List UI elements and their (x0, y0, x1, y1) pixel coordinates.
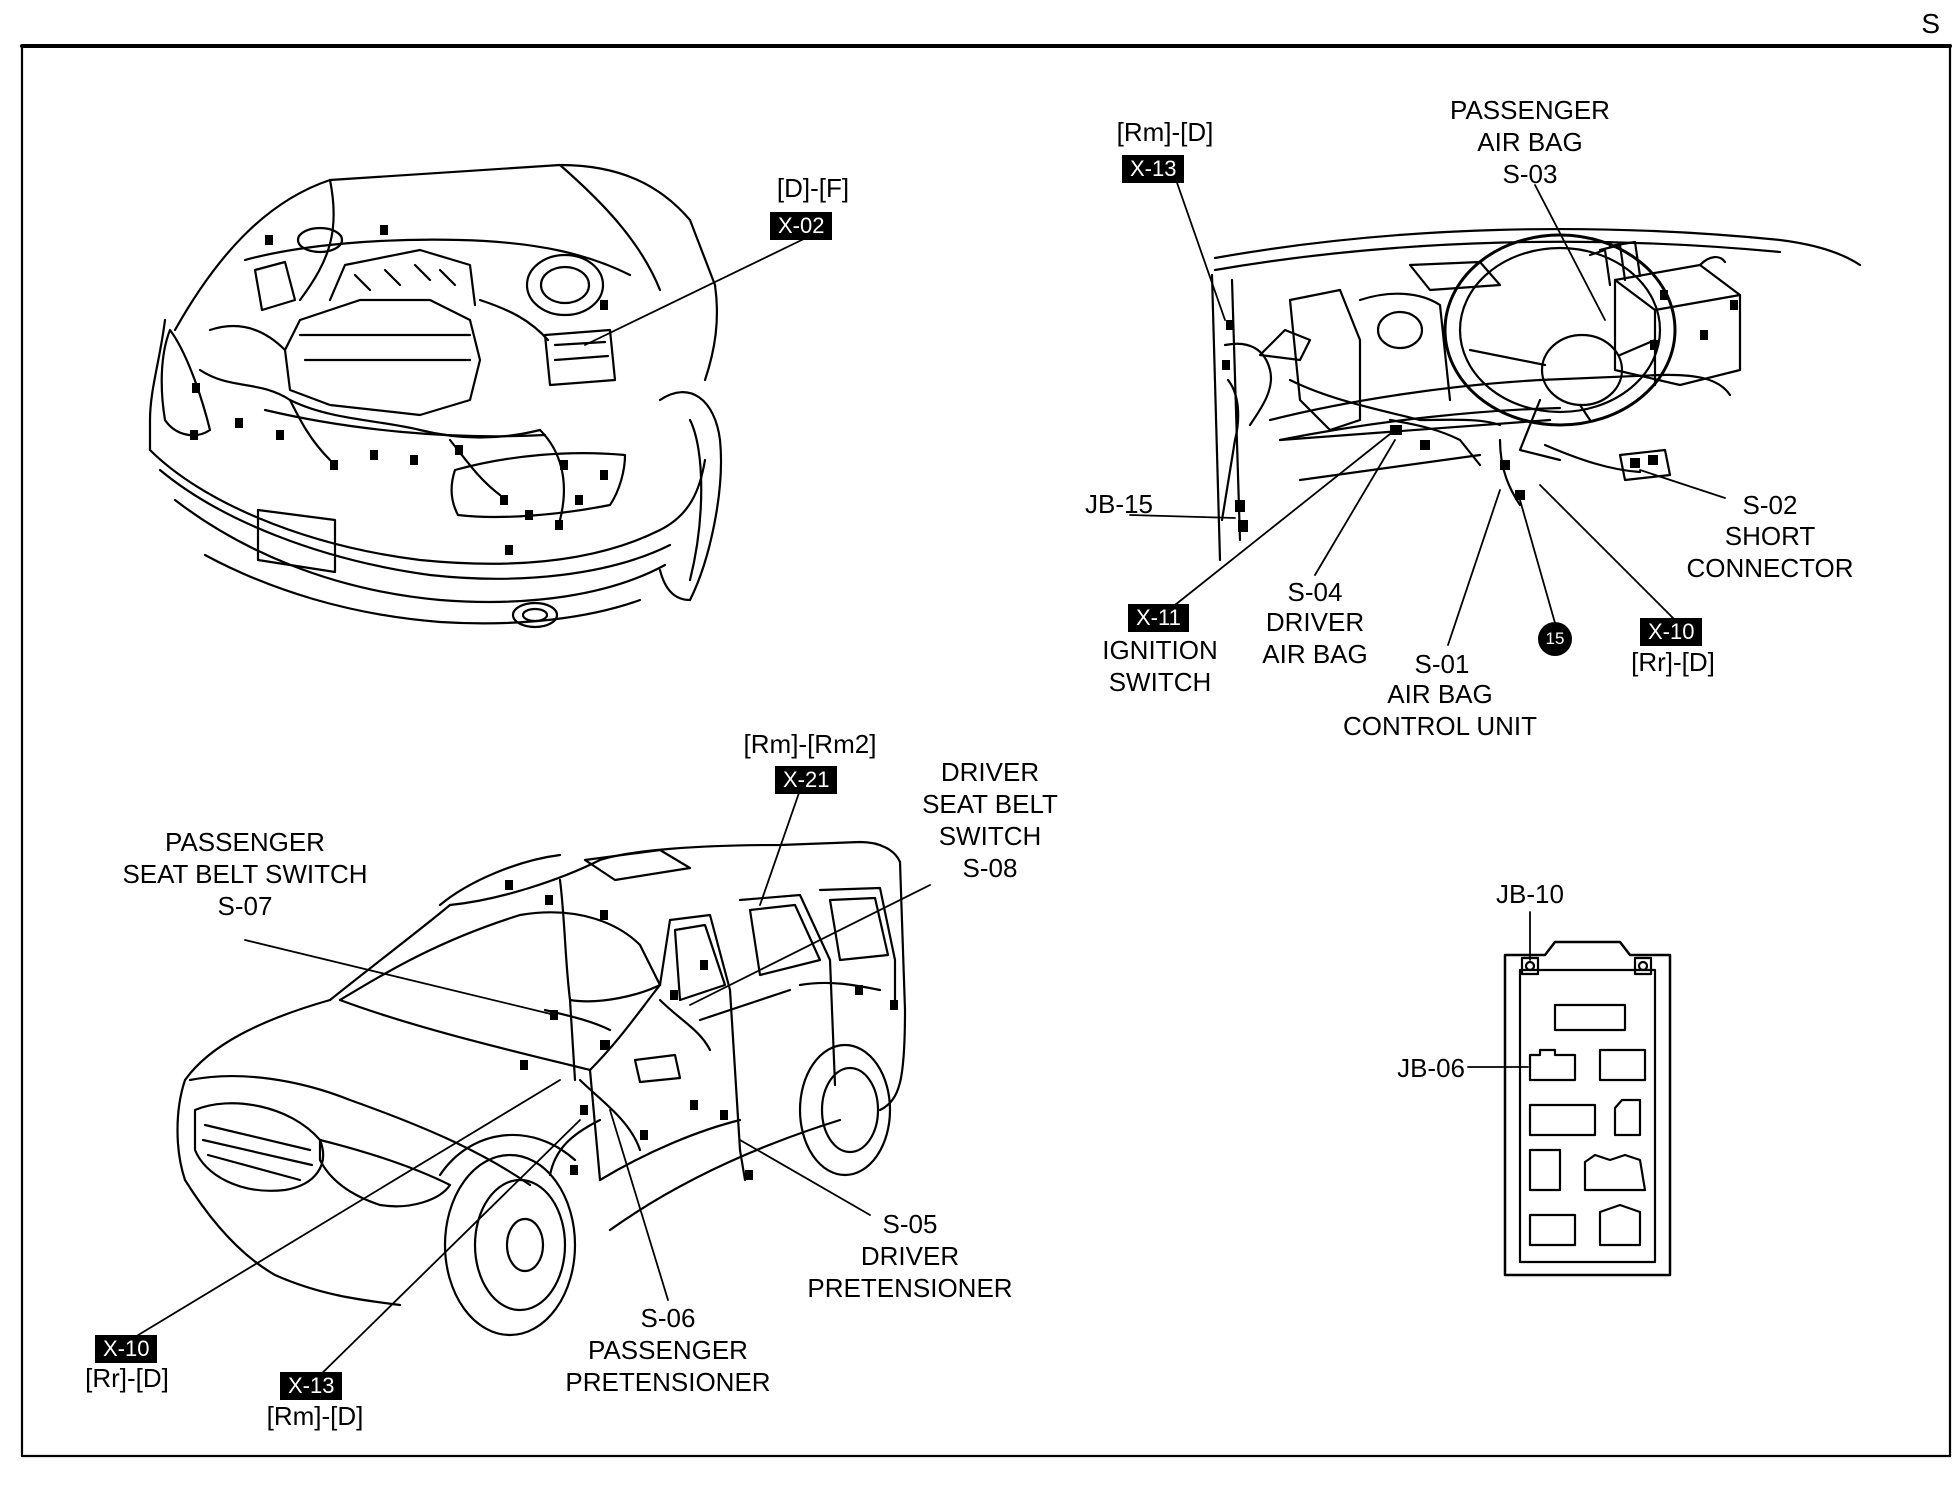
ignition-switch-label: IGNITION SWITCH (1102, 635, 1218, 697)
ignition-connector-location: [Rm]-[D] (1116, 117, 1214, 147)
fuse-box-illustration (1503, 940, 1672, 1277)
driver-seat-belt-switch-id: S-08 (962, 853, 1018, 883)
vehicle-mid-connector-tag: X-13 (280, 1372, 343, 1400)
page-letter: S (1921, 8, 1940, 39)
control-unit-id: S-01 (1414, 649, 1470, 679)
fuse-box-top-label: JB-10 (1496, 879, 1564, 909)
passenger-air-bag-id: S-03 (1502, 159, 1558, 189)
junction-block-15-label: JB-15 (1085, 489, 1153, 519)
driver-pretensioner-id: S-05 (882, 1209, 938, 1239)
vehicle-mid-connector-location: [Rm]-[D] (266, 1401, 364, 1431)
fuse-box-side-label: JB-06 (1397, 1053, 1465, 1083)
driver-pretensioner-label: DRIVER PRETENSIONER (807, 1241, 1013, 1303)
driver-air-bag-label: DRIVER AIR BAG (1262, 607, 1368, 669)
driver-seat-belt-switch-label: DRIVER SEAT BELT SWITCH (922, 757, 1058, 851)
short-connector-id: S-02 (1742, 490, 1798, 520)
engine-bay-illustration (148, 163, 723, 629)
dashboard-illustration (1210, 227, 1862, 562)
control-unit-label: AIR BAG CONTROL UNIT (1342, 679, 1538, 741)
ground-point-badge: 15 (1538, 622, 1572, 656)
leader-lines (129, 176, 1726, 1386)
passenger-seat-belt-switch-id: S-07 (217, 891, 273, 921)
engine-connector-tag: X-02 (770, 212, 833, 240)
vehicle-illustration (176, 840, 907, 1337)
dashboard-rear-connector-tag: X-10 (1640, 618, 1703, 646)
roof-connector-tag: X-21 (775, 766, 838, 794)
ignition-switch-tag: X-11 (1128, 604, 1189, 632)
passenger-pretensioner-label: PASSENGER PRETENSIONER (565, 1335, 771, 1397)
roof-connector-location: [Rm]-[Rm2] (743, 729, 877, 759)
dashboard-rear-connector-location: [Rr]-[D] (1631, 647, 1715, 677)
vehicle-rear-connector-tag: X-10 (95, 1335, 158, 1363)
driver-air-bag-id: S-04 (1287, 577, 1343, 607)
passenger-air-bag-label: PASSENGER AIR BAG (1450, 95, 1610, 157)
vehicle-rear-connector-location: [Rr]-[D] (85, 1363, 169, 1393)
ignition-connector-tag: X-13 (1122, 155, 1185, 183)
engine-connector-location: [D]-[F] (776, 173, 850, 203)
passenger-pretensioner-id: S-06 (640, 1303, 696, 1333)
short-connector-label: SHORT CONNECTOR (1686, 521, 1854, 583)
passenger-seat-belt-switch-label: PASSENGER SEAT BELT SWITCH (122, 827, 368, 889)
page-frame (20, 44, 1952, 1458)
